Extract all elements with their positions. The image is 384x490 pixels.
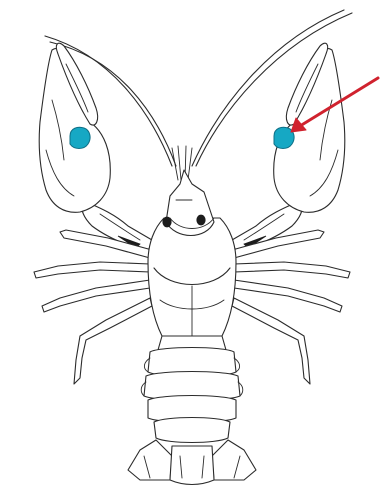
carapace: [148, 170, 236, 336]
left-claw-highlight-spot: [70, 127, 90, 148]
right-walking-legs: [232, 230, 350, 384]
left-walking-legs: [34, 230, 152, 384]
tail-fan: [128, 440, 256, 485]
left-claw: [39, 43, 152, 252]
abdomen: [141, 336, 243, 443]
